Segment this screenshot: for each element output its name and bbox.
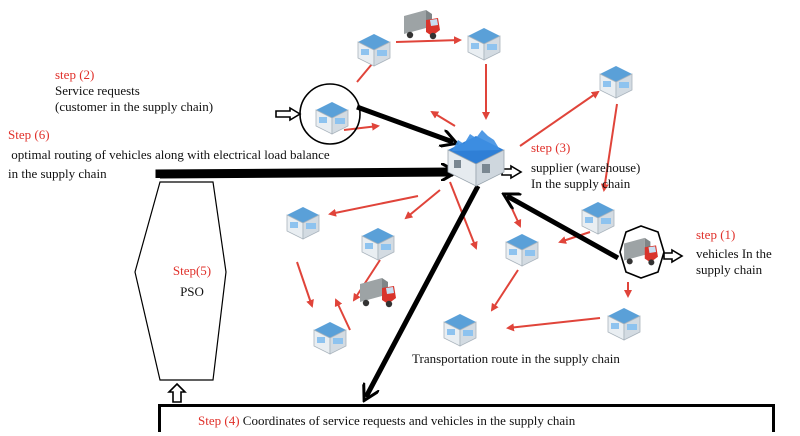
pso-label: Step(5) PSO [162, 263, 222, 300]
store-icon [607, 307, 641, 341]
hollow-arrow-step2 [275, 106, 302, 122]
step2-line1: Service requests [55, 83, 140, 98]
step4-label: Step (4) Coordinates of service requests… [198, 413, 575, 429]
store-icon [357, 33, 391, 67]
store-icon [286, 206, 320, 240]
route-arrow [395, 36, 462, 45]
arrow-supplier-to-coordinates [366, 184, 481, 397]
route-arrow [296, 261, 314, 308]
step3-line1: supplier (warehouse) [531, 160, 641, 175]
route-arrow [490, 269, 519, 312]
store-icon [443, 313, 477, 347]
route-arrow [600, 103, 618, 192]
store-icon [599, 65, 633, 99]
step1-line2: supply chain [696, 262, 763, 277]
step3-tag: step (3) [531, 140, 571, 155]
step6-tag: Step (6) [8, 127, 50, 142]
step5-tag: Step(5) [172, 263, 212, 278]
route-label: Transportation route in the supply chain [412, 351, 620, 366]
route-arrow [328, 195, 419, 217]
step3-label: step (3) supplier (warehouse) In the sup… [531, 140, 640, 192]
hollow-arrow-step4 [167, 382, 187, 403]
store-icon [467, 27, 501, 61]
route-arrow [334, 298, 351, 331]
step2-tag: step (2) [55, 67, 95, 82]
step1-tag: step (1) [696, 227, 736, 242]
store-icon [505, 233, 539, 267]
step5-line1: PSO [180, 284, 204, 299]
step2-label: step (2) Service requests (customer in t… [55, 67, 213, 115]
step6-line2: in the supply chain [8, 166, 107, 181]
step1-label: step (1) vehicles In the supply chain [696, 227, 772, 278]
warehouse-icon [447, 130, 505, 187]
step6-label: Step (6) optimal routing of vehicles alo… [8, 127, 330, 182]
route-arrow [519, 90, 600, 147]
store-icon [361, 227, 395, 261]
arrow-vehicles-to-supplier [507, 196, 620, 261]
arrow-pso-to-supplier [155, 172, 453, 178]
route-arrow [558, 231, 591, 244]
customer-highlight-circle [299, 83, 361, 145]
hollow-arrow-step3 [501, 164, 523, 180]
route-arrow [430, 110, 456, 127]
route-arrow [343, 122, 380, 131]
hollow-arrow-step1 [663, 248, 684, 264]
arrow-requests-to-supplier [356, 104, 453, 142]
route-arrow [352, 259, 381, 302]
pso-hexagon [134, 181, 227, 381]
step3-line2: In the supply chain [531, 176, 631, 191]
step2-line2: (customer in the supply chain) [55, 99, 214, 114]
step4-text: Coordinates of service requests and vehi… [239, 413, 576, 428]
step4-tag: Step (4) [198, 413, 240, 428]
store-icon [581, 201, 615, 235]
truck-icon [404, 10, 440, 40]
route-arrow [506, 317, 601, 332]
step6-line1: optimal routing of vehicles along with e… [8, 147, 330, 162]
step4-box [158, 404, 775, 432]
store-icon [313, 321, 347, 355]
step1-line1: vehicles In the [696, 246, 772, 261]
route-arrow [404, 189, 441, 220]
